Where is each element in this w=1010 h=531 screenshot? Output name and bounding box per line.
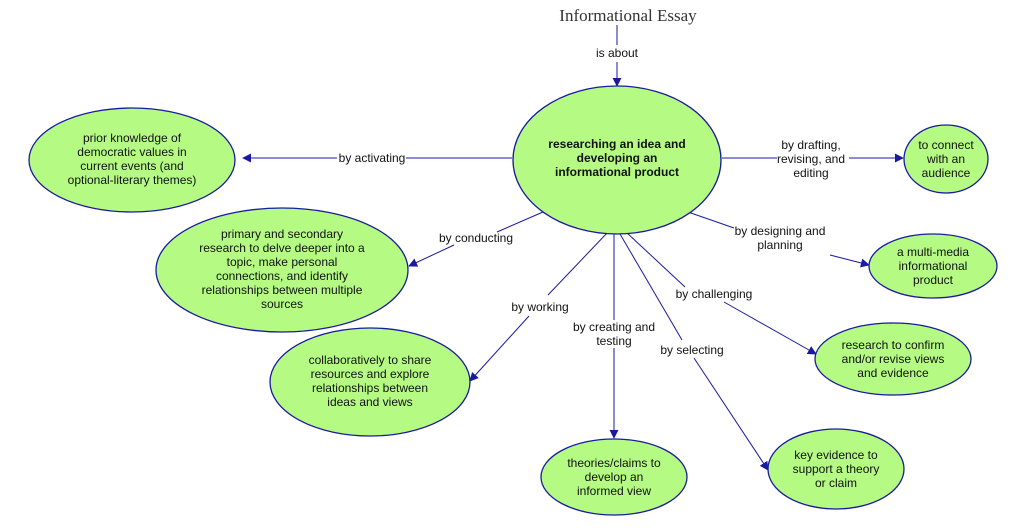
edge-label-challenging: by challenging	[676, 287, 753, 301]
node-prior	[28, 107, 236, 213]
text-line: key evidence to	[794, 448, 878, 462]
edge-working-b	[469, 315, 530, 382]
edges	[242, 25, 904, 471]
text-line: by drafting,	[781, 138, 840, 152]
text-line: research to delve deeper into a	[199, 241, 365, 255]
node-theories	[540, 438, 688, 516]
text-line: by working	[511, 300, 568, 314]
text-line: informed view	[577, 484, 651, 498]
text-line: developing an	[577, 151, 658, 165]
text-line: product	[913, 273, 954, 287]
text-line: researching an idea and	[548, 137, 685, 151]
nodes	[28, 85, 998, 516]
edge-conducting-b	[408, 244, 455, 267]
text-line: to connect	[918, 138, 974, 152]
text-line: connections, and identify	[216, 269, 348, 283]
text-line: ideas and views	[327, 395, 412, 409]
node-connect	[903, 124, 989, 194]
edge-designing-a	[687, 211, 735, 229]
node-research	[155, 207, 409, 333]
text-line: research to confirm	[842, 338, 945, 352]
edge-challenging-a	[625, 231, 686, 288]
text-line: theories/claims to	[567, 456, 661, 470]
text-line: editing	[793, 166, 828, 180]
text-line: develop an	[585, 470, 644, 484]
edge-label-selecting: by selecting	[660, 343, 723, 357]
edge-challenging-b	[723, 301, 817, 355]
node-center	[512, 85, 722, 235]
text-line: a multi-media	[897, 245, 969, 259]
text-line: sources	[261, 297, 303, 311]
node-confirm	[814, 322, 972, 396]
edge-selecting-a	[619, 233, 683, 341]
text-line: prior knowledge of	[83, 131, 182, 145]
text-line: support a theory	[793, 462, 880, 476]
node-multimedia	[868, 233, 998, 299]
edge-designing-b	[829, 254, 870, 268]
text-line: is about	[596, 46, 639, 60]
text-line: planning	[757, 238, 802, 252]
text-line: by selecting	[660, 343, 723, 357]
edge-working-a	[547, 231, 609, 296]
edge-label-working: by working	[511, 300, 568, 314]
text-line: current events (and	[80, 159, 183, 173]
text-line: primary and secondary	[221, 227, 343, 241]
text-line: by creating and	[573, 320, 655, 334]
text-line: audience	[922, 166, 971, 180]
node-evidence	[767, 428, 905, 510]
text-line: informational	[899, 259, 968, 273]
text-line: by challenging	[676, 287, 753, 301]
text-line: democratic values in	[77, 145, 186, 159]
node-collab	[269, 327, 471, 437]
text-line: revising, and	[777, 152, 845, 166]
text-line: and/or revise views	[842, 352, 945, 366]
text-line: by activating	[339, 151, 406, 165]
diagram-title: Informational Essay	[559, 6, 697, 25]
text-line: optional-literary themes)	[68, 173, 197, 187]
text-line: collaboratively to share	[309, 353, 432, 367]
text-line: relationships between	[312, 381, 428, 395]
edge-label-conducting: by conducting	[439, 231, 513, 245]
text-line: resources and explore	[311, 367, 430, 381]
text-line: informational product	[555, 165, 679, 179]
edge-selecting-b	[693, 357, 769, 471]
text-line: relationships between multiple	[202, 283, 363, 297]
edge-label-is-about: is about	[596, 46, 639, 60]
edge-conducting-a	[496, 211, 544, 233]
text-line: or claim	[815, 476, 857, 490]
text-line: and evidence	[857, 366, 929, 380]
text-line: testing	[596, 334, 631, 348]
text-line: by conducting	[439, 231, 513, 245]
edge-label-activating: by activating	[339, 151, 406, 165]
text-line: by designing and	[735, 224, 826, 238]
text-line: topic, make personal	[227, 255, 338, 269]
text-line: with an	[926, 152, 965, 166]
